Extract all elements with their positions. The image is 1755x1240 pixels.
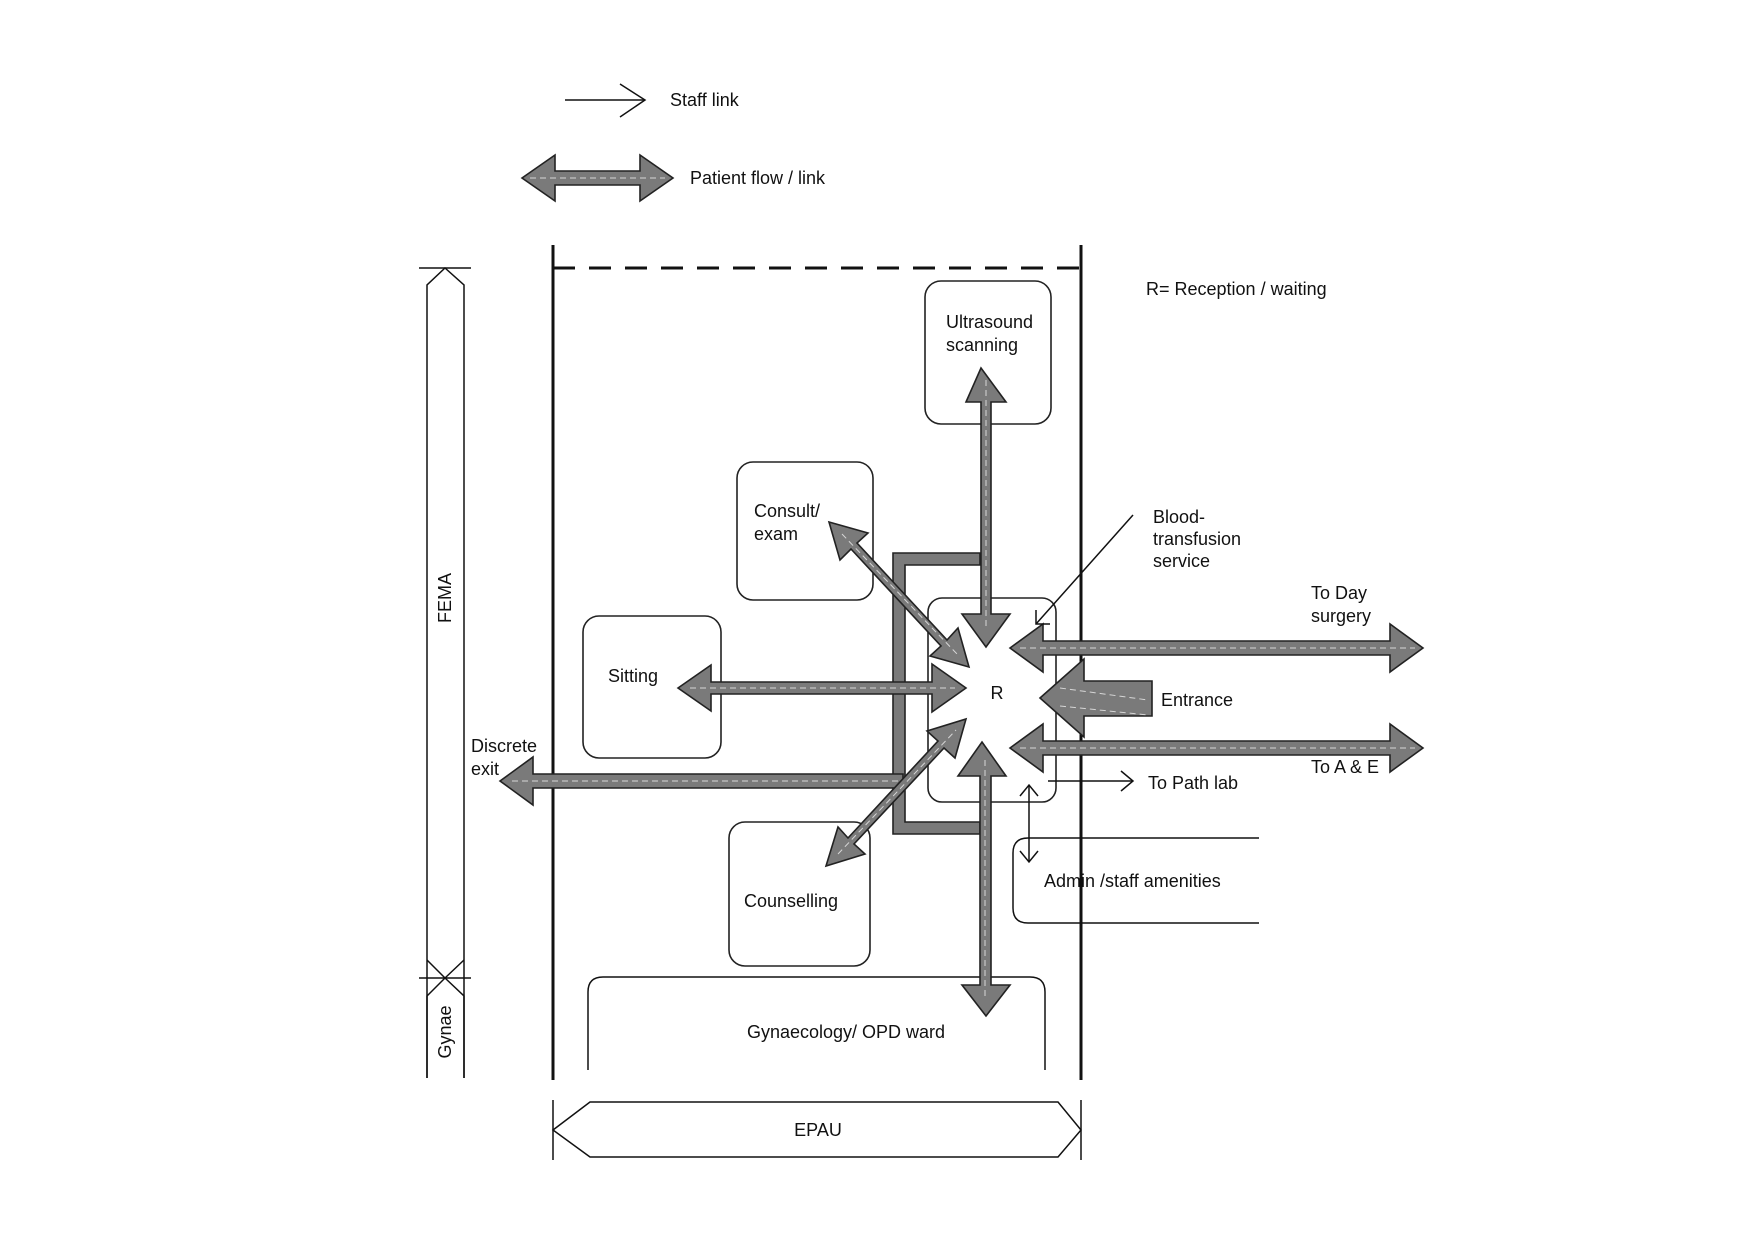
staff-link-arrow-head [619, 83, 647, 118]
staff-link-label: Staff link [670, 90, 740, 110]
day-surgery-label-2: surgery [1311, 606, 1371, 626]
reception-key-label: R= Reception / waiting [1146, 279, 1327, 299]
discrete-exit-label-1: Discrete [471, 736, 537, 756]
fema-zone-bar: FEMA [419, 266, 471, 1078]
gynae-label: Gynae [435, 1005, 455, 1058]
sitting-label: Sitting [608, 666, 658, 686]
gynae-ward-label: Gynaecology/ OPD ward [747, 1022, 945, 1042]
flow-arrow-ultrasound [960, 366, 1012, 649]
entrance-label: Entrance [1161, 690, 1233, 710]
staff-link-path-lab [1048, 770, 1135, 792]
blood-label-1: Blood- [1153, 507, 1205, 527]
corridor-loop [892, 552, 981, 835]
flow-arrow-entrance [1038, 657, 1153, 739]
counselling-label: Counselling [744, 891, 838, 911]
epau-zone-bar: EPAU [551, 1100, 1082, 1160]
a-and-e-label: To A & E [1311, 757, 1379, 777]
gynae-zone-bar: Gynae [419, 976, 471, 1078]
flow-arrow-gynae-ward [956, 740, 1012, 1018]
blood-label-2: transfusion [1153, 529, 1241, 549]
path-lab-label: To Path lab [1148, 773, 1238, 793]
flow-arrow-a-and-e [1008, 722, 1425, 774]
legend-patient-flow: Patient flow / link [520, 153, 826, 203]
flow-arrow-day-surgery [1008, 622, 1425, 674]
epau-label: EPAU [794, 1120, 842, 1140]
room-gynae-ward[interactable]: Gynaecology/ OPD ward [587, 976, 1046, 1070]
legend-staff-link: Staff link [565, 83, 740, 118]
consult-label-1: Consult/ [754, 501, 820, 521]
ultrasound-label-1: Ultrasound [946, 312, 1033, 332]
staff-link-blood-transfusion [1035, 514, 1134, 625]
day-surgery-label-1: To Day [1311, 583, 1367, 603]
blood-label-3: service [1153, 551, 1210, 571]
staff-link-admin [1019, 783, 1039, 864]
room-admin-amenities[interactable]: Admin /staff amenities [1012, 837, 1259, 924]
patient-flow-label: Patient flow / link [690, 168, 826, 188]
discrete-exit-label-2: exit [471, 759, 499, 779]
admin-label: Admin /staff amenities [1044, 871, 1221, 891]
flow-arrow-consult [827, 520, 971, 669]
reception-label: R [991, 683, 1004, 703]
fema-label: FEMA [435, 573, 455, 623]
patient-flow-double-arrow [520, 153, 675, 203]
consult-label-2: exam [754, 524, 798, 544]
room-consult-exam[interactable]: Consult/ exam [736, 461, 874, 601]
ultrasound-label-2: scanning [946, 335, 1018, 355]
